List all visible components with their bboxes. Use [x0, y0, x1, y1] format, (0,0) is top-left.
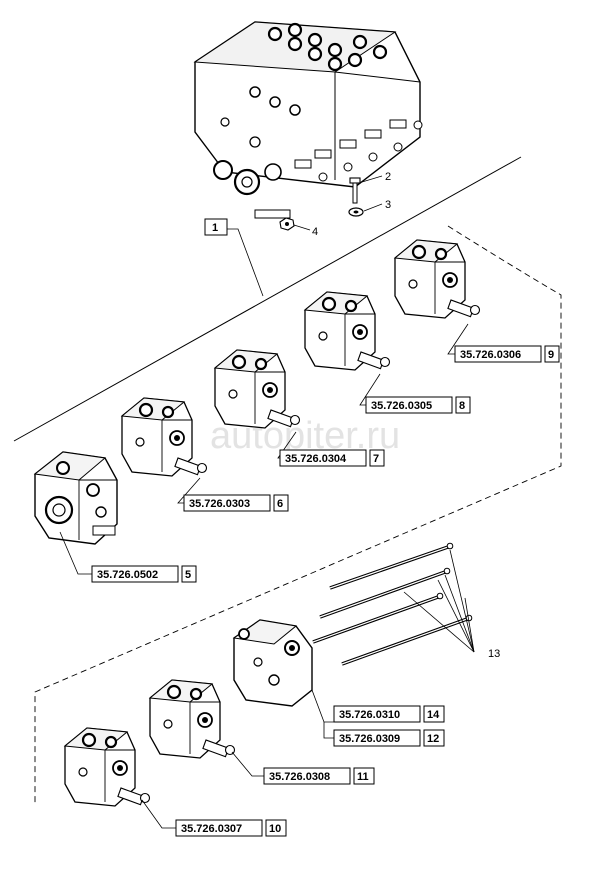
svg-text:6: 6	[277, 498, 283, 510]
svg-text:35.726.0502: 35.726.0502	[97, 569, 158, 581]
svg-text:5: 5	[185, 569, 191, 581]
svg-text:35.726.0308: 35.726.0308	[269, 771, 330, 783]
label-5: 35.726.0502 5	[59, 531, 197, 583]
nut-part	[279, 217, 295, 231]
valve-assembly-main	[194, 21, 423, 219]
section-part-11	[148, 678, 236, 760]
svg-text:12: 12	[427, 733, 439, 745]
label-6: 35.726.0303 6	[177, 477, 289, 512]
svg-text:35.726.0310: 35.726.0310	[339, 709, 400, 721]
label-8: 35.726.0305 8	[359, 373, 471, 414]
section-part-6	[120, 396, 208, 478]
section-part-10	[63, 726, 151, 808]
group-boundary-dashed	[34, 225, 562, 806]
tie-rods	[311, 542, 474, 666]
inlet-section-5	[33, 451, 118, 545]
svg-text:10: 10	[269, 823, 281, 835]
svg-text:7: 7	[373, 453, 379, 465]
svg-text:35.726.0309: 35.726.0309	[339, 733, 400, 745]
item-1-box	[204, 218, 228, 236]
svg-text:11: 11	[357, 771, 369, 783]
callout-3: 3	[385, 199, 391, 211]
end-section-14-12	[232, 619, 313, 707]
label-11: 35.726.0308 11	[231, 751, 375, 785]
callout-13: 13	[488, 648, 500, 660]
label-7: 35.726.0304 7	[277, 431, 385, 467]
label-12: 35.726.0309 12	[323, 722, 445, 747]
label-10: 35.726.0307 10	[141, 799, 287, 837]
svg-text:35.726.0304: 35.726.0304	[285, 453, 347, 465]
label-14: 35.726.0310 14	[311, 689, 445, 723]
svg-text:35.726.0306: 35.726.0306	[460, 349, 521, 361]
callout-2: 2	[385, 171, 391, 183]
section-part-9	[393, 238, 481, 320]
callout-1: 1	[212, 222, 218, 234]
section-part-8	[303, 290, 391, 372]
svg-text:8: 8	[459, 400, 465, 412]
svg-text:35.726.0305: 35.726.0305	[371, 400, 432, 412]
svg-text:9: 9	[548, 349, 554, 361]
section-part-7	[213, 348, 301, 430]
svg-text:35.726.0307: 35.726.0307	[181, 823, 242, 835]
callout-13-leaders	[403, 549, 475, 653]
callout-4: 4	[312, 226, 318, 238]
svg-text:35.726.0303: 35.726.0303	[189, 498, 250, 510]
label-9: 35.726.0306 9	[447, 323, 560, 363]
washer-part	[348, 207, 364, 217]
bolt-part	[349, 177, 361, 204]
section-divider-line	[13, 156, 522, 442]
svg-text:14: 14	[427, 709, 440, 721]
